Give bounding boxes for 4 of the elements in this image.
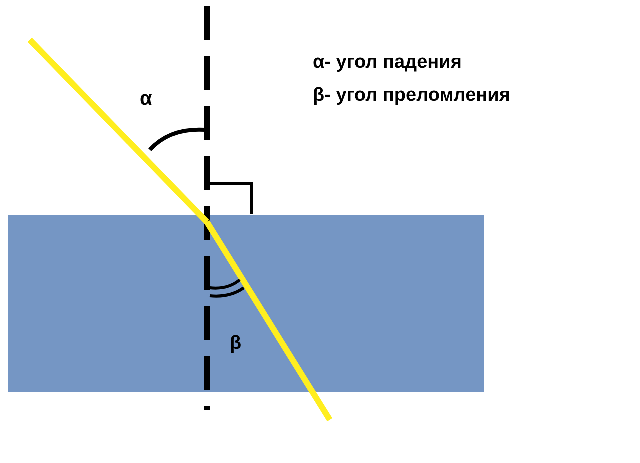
greek-letter-label: β [230, 333, 242, 355]
legend-text: α- угол падения [313, 52, 462, 74]
greek-letter-label: α [140, 88, 152, 111]
legend-text: β- угол преломления [313, 85, 510, 107]
